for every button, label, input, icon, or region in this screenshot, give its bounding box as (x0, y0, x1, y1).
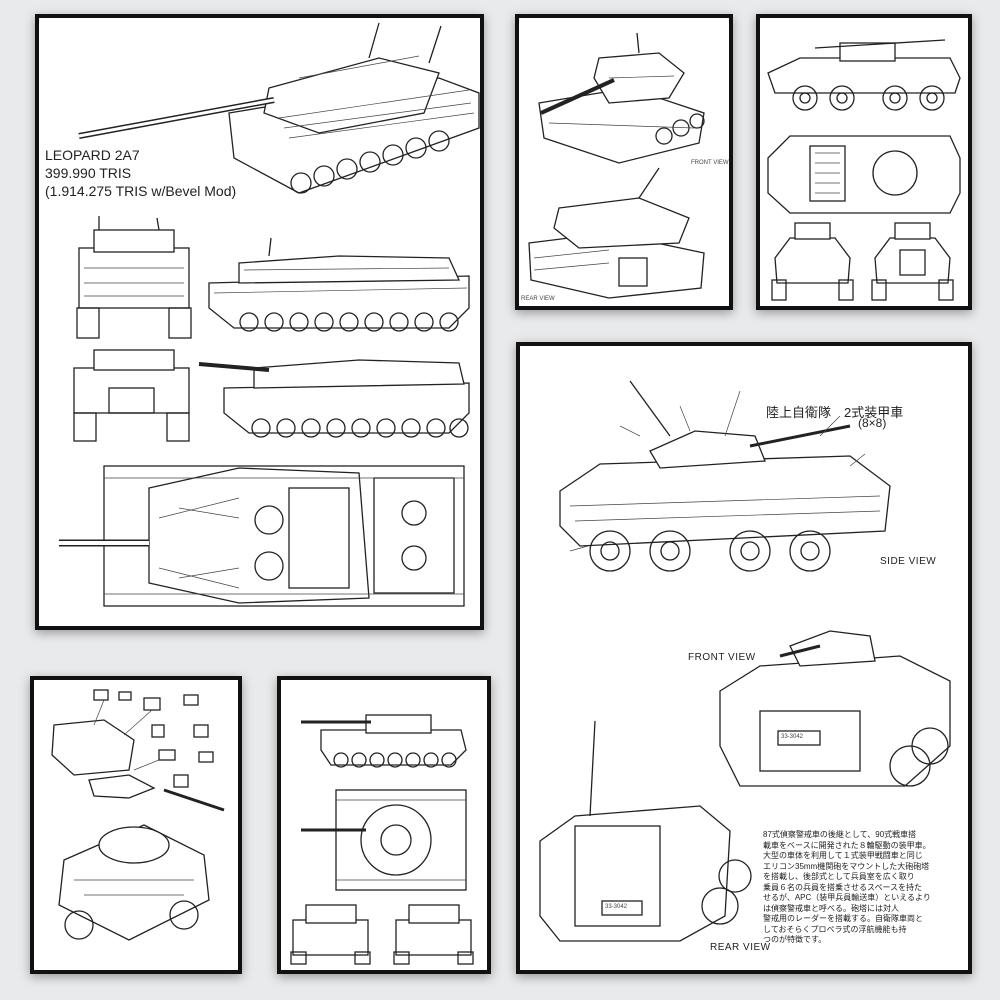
description-line: 大型の車体を利用して１式装甲戦闘車と同じ (763, 851, 923, 860)
description-line: を搭載し、後部式として兵員室を広く取り (763, 872, 915, 881)
poster-paper: 陸上自衛隊 2式装甲車 (8×8) SIDE VIEW FRONT VIEW R… (520, 346, 968, 970)
type96-callout-lines (569, 390, 866, 552)
leopard-front-view (76, 216, 192, 339)
type96-subtitle: (8×8) (858, 416, 887, 430)
tank-front-isometric (538, 32, 705, 164)
poster-exploded-kit (30, 676, 242, 974)
tiger-side-view (301, 714, 467, 768)
description-line: 87式偵察警戒車の後継として、90式戦車搭 (763, 830, 917, 839)
tiger-top-view (301, 789, 467, 891)
rear-view-label: REAR VIEW (710, 942, 771, 953)
poster-paper (34, 680, 238, 970)
front-view-label: FRONT VIEW (691, 160, 729, 166)
poster-paper (760, 18, 968, 306)
type96-side-view (559, 380, 891, 572)
tiger-front-view (290, 904, 371, 965)
lav-front-view (771, 222, 854, 301)
leopard-rear-view (73, 349, 190, 442)
poster-lav (756, 14, 972, 310)
description-line: 警戒用のレーダーを搭載する。自衛隊車両と (763, 914, 923, 923)
poster-type96-apc: 陸上自衛隊 2式装甲車 (8×8) SIDE VIEW FRONT VIEW R… (516, 342, 972, 974)
description-line: エリコン35mm機関砲をマウントした大砲砲塔 (763, 861, 930, 871)
tank-rear-isometric (528, 167, 705, 299)
front-plate: 33-3042 (781, 734, 804, 740)
description-line: しておそらくプロペラ式の浮航機能も持 (763, 924, 907, 934)
rear-plate: 33-3042 (605, 904, 628, 910)
leopard-caption: LEOPARD 2A7 399.990 TRIS (1.914.275 TRIS… (45, 146, 236, 200)
leopard-top-view (59, 465, 465, 607)
poster-tiger (277, 676, 491, 974)
poster-tank-views: FRONT VIEW REAR VIEW (515, 14, 733, 310)
poster-paper: LEOPARD 2A7 399.990 TRIS (1.914.275 TRIS… (39, 18, 480, 626)
lav-top-view (767, 135, 961, 214)
tank-views-drawing (528, 32, 705, 299)
exploded-kit-drawing (51, 689, 225, 941)
description-line: 乗員６名の兵員を搭乗させるスペースを持た (763, 882, 923, 892)
leopard-side-view-upper (208, 237, 470, 332)
type96-title: 陸上自衛隊 2式装甲車 (766, 405, 904, 420)
lav-drawing (767, 39, 961, 301)
leopard-caption-line-3: (1.914.275 TRIS w/Bevel Mod) (45, 183, 237, 199)
front-view-label: FRONT VIEW (688, 652, 756, 663)
poster-leopard-2a7: LEOPARD 2A7 399.990 TRIS (1.914.275 TRIS… (35, 14, 484, 630)
lav-side-view (767, 39, 961, 111)
tiger-drawing (290, 714, 474, 965)
exploded-vehicle (58, 824, 210, 941)
type96-drawing (539, 380, 951, 942)
rear-view-label: REAR VIEW (521, 296, 555, 302)
lav-rear-view (871, 222, 954, 301)
type96-rear-view (539, 720, 752, 942)
type96-description: 87式偵察警戒車の後継として、90式戦車搭 載車をベースに開発された８輪駆動の装… (763, 830, 943, 946)
leopard-blueprint-drawing (59, 22, 480, 607)
leopard-isometric-view (78, 22, 480, 194)
description-line: せるが、APC（装甲兵員輸送車）といえるより (763, 893, 931, 902)
tiger-rear-view (393, 904, 474, 965)
leopard-side-view-lower (198, 359, 470, 438)
exploded-parts (51, 689, 225, 812)
type96-front-view (719, 630, 951, 787)
description-line: つのが特徴です。 (763, 935, 827, 944)
leopard-caption-line-2: 399.990 TRIS (45, 165, 132, 181)
description-line: 載車をベースに開発された８輪駆動の装甲車。 (763, 840, 931, 850)
description-line: は偵察警戒車と呼べる。砲塔には対人 (763, 903, 899, 913)
leopard-caption-line-1: LEOPARD 2A7 (45, 147, 140, 163)
poster-paper (281, 680, 487, 970)
side-view-label: SIDE VIEW (880, 556, 937, 567)
poster-paper: FRONT VIEW REAR VIEW (519, 18, 729, 306)
